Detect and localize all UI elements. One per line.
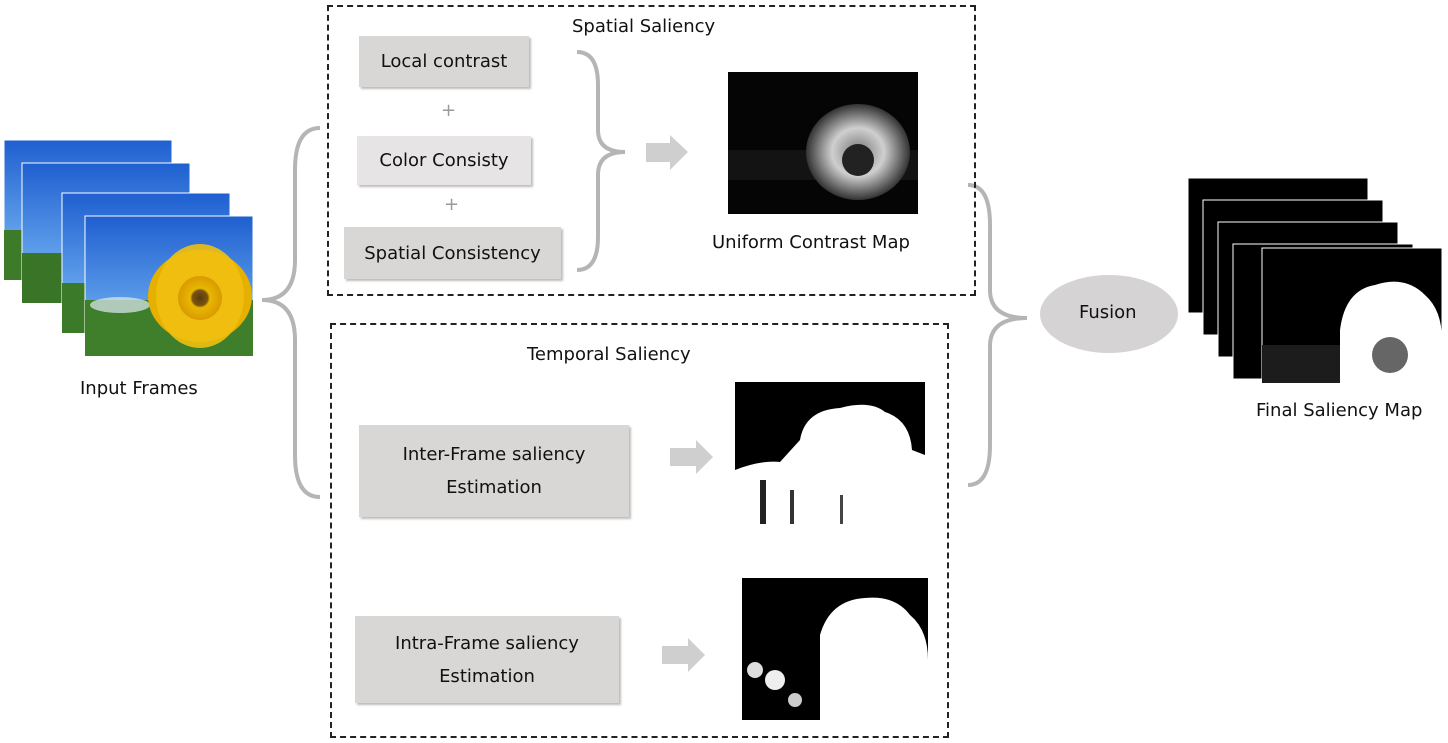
inter-frame-line-2: Estimation xyxy=(446,477,542,498)
local-contrast-box: Local contrast xyxy=(359,36,529,87)
spatial-saliency-title: Spatial Saliency xyxy=(572,16,716,37)
final-saliency-map-front xyxy=(1261,247,1443,384)
temporal-saliency-panel xyxy=(330,323,949,738)
uniform-contrast-map-image xyxy=(728,72,918,214)
plus-sign: + xyxy=(444,194,460,215)
color-consisty-box: Color Consisty xyxy=(357,136,531,185)
plus-sign: + xyxy=(441,100,457,121)
intra-frame-saliency-box: Intra-Frame saliency Estimation xyxy=(355,616,619,703)
intra-frame-map-image xyxy=(742,578,928,720)
final-saliency-map-stack xyxy=(1187,177,1443,384)
arrow-inter xyxy=(670,440,713,474)
spatial-brace xyxy=(576,50,626,272)
input-brace xyxy=(261,126,321,499)
arrow-spatial xyxy=(646,135,688,170)
input-frame-front xyxy=(84,215,254,357)
fusion-label: Fusion xyxy=(1079,302,1137,323)
inter-frame-map-image xyxy=(735,382,925,524)
inter-frame-saliency-box: Inter-Frame saliency Estimation xyxy=(359,425,629,517)
input-frames-label: Input Frames xyxy=(80,378,198,399)
temporal-saliency-title: Temporal Saliency xyxy=(527,344,691,365)
final-saliency-map-label: Final Saliency Map xyxy=(1256,400,1423,421)
arrow-intra xyxy=(662,638,705,672)
intra-frame-line-1: Intra-Frame saliency xyxy=(395,632,579,654)
input-frames-stack xyxy=(3,139,254,357)
uniform-contrast-map-label: Uniform Contrast Map xyxy=(712,232,910,253)
inter-frame-line-1: Inter-Frame saliency xyxy=(402,444,586,465)
sunflower-center xyxy=(178,276,222,320)
spatial-consistency-box: Spatial Consistency xyxy=(344,227,561,279)
spatial-saliency-panel xyxy=(327,5,976,296)
fusion-node xyxy=(1040,275,1178,353)
fusion-brace xyxy=(967,183,1028,487)
intra-frame-line-2: Estimation xyxy=(439,665,535,687)
